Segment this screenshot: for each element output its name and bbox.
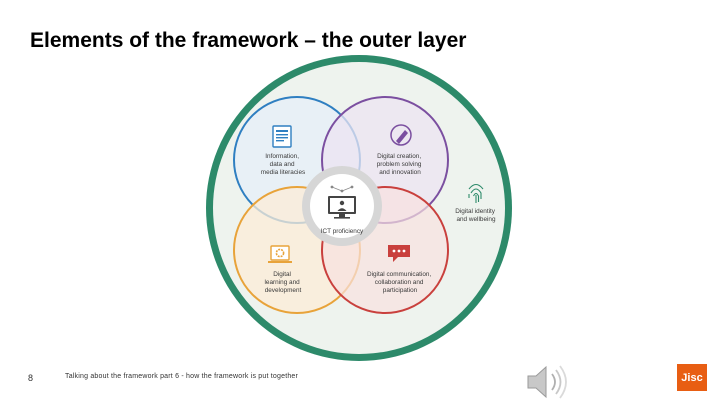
jisc-logo: Jisc (677, 364, 707, 391)
framework-diagram: ICT proficiency Information, data and me… (203, 53, 516, 363)
label-creation: Digital creation, problem solving and in… (377, 153, 424, 176)
label-outer-ring: Digital identity and wellbeing (455, 208, 497, 223)
fingerprint-icon (468, 183, 484, 203)
slide-title: Elements of the framework – the outer la… (30, 29, 467, 52)
label-information: Information, data and media literacies (261, 153, 305, 176)
gear-screen-icon (268, 245, 292, 263)
chat-icon (388, 245, 410, 262)
center-label: ICT proficiency (321, 228, 364, 235)
computer-user-icon (328, 185, 356, 219)
pencil-icon (390, 124, 412, 146)
document-icon (272, 125, 292, 148)
speaker-icon[interactable] (522, 360, 572, 404)
footer-text: Talking about the framework part 6 - how… (65, 373, 299, 380)
page-number: 8 (28, 373, 34, 383)
label-learning: Digital learning and development (265, 271, 302, 294)
label-communication: Digital communication, collaboration and… (367, 271, 433, 294)
